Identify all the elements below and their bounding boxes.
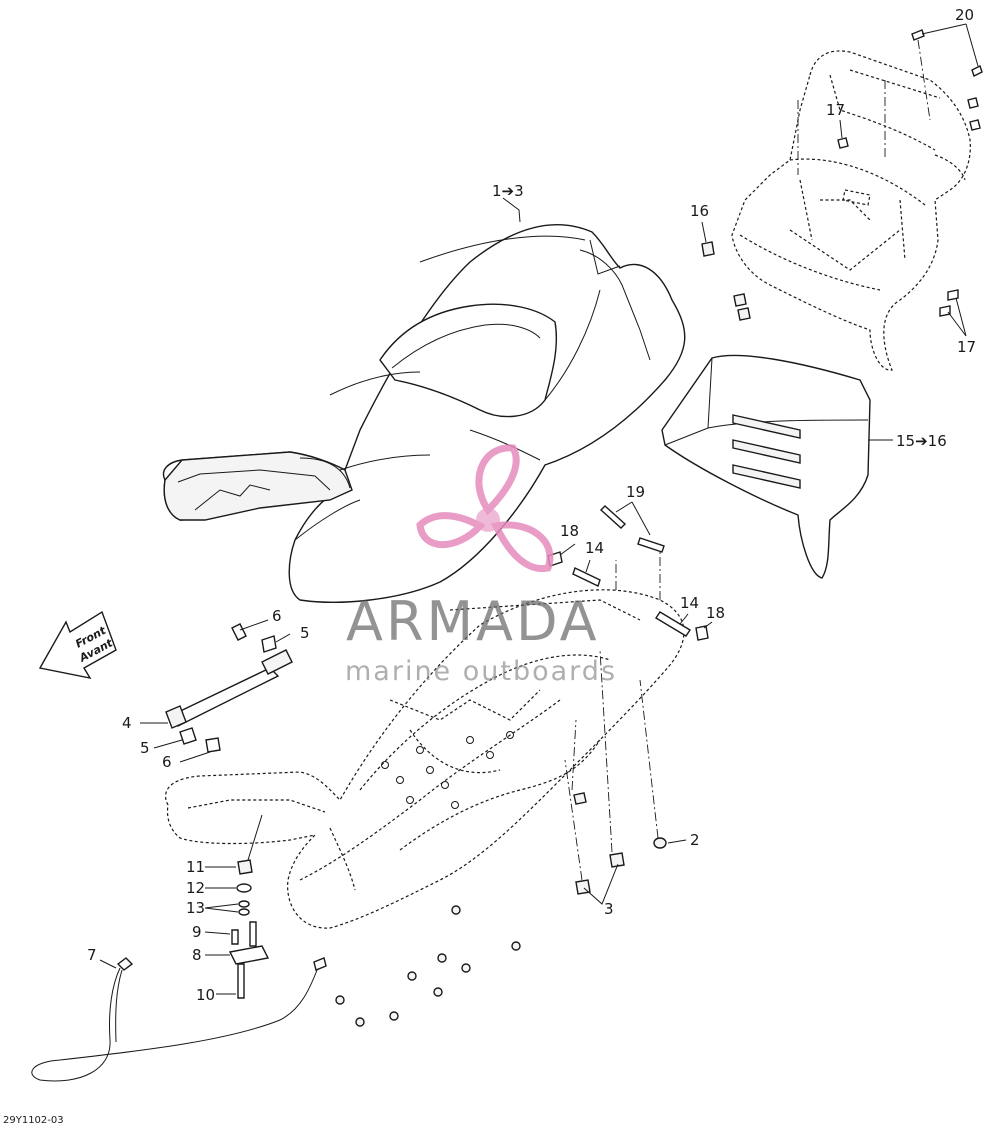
armada-watermark: ARMADA marine outboards [345,444,617,687]
callout-14-left: 14 [585,539,604,557]
callout-5-bottom: 5 [140,739,150,757]
watermark-tagline: marine outboards [345,656,617,687]
callout-13: 13 [186,899,205,917]
callout-14-right: 14 [680,594,699,612]
backrest-pad [661,354,893,579]
propeller-logo [416,444,554,573]
callout-5-top: 5 [300,624,310,642]
callout-15-16: 15➔16 [896,432,947,450]
callout-17-bottom: 17 [957,338,976,356]
seat-base [165,589,685,929]
watermark-brand: ARMADA [346,590,600,653]
callout-labels: 1➔3 20 17 16 17 15➔16 19 18 14 14 18 6 5… [3,6,976,1126]
callout-12: 12 [186,879,205,897]
callout-16: 16 [690,202,709,220]
callout-3: 3 [604,900,614,918]
callout-8: 8 [192,946,202,964]
bumpers-and-fasteners [335,23,983,1027]
callout-9: 9 [192,923,202,941]
backrest-frame [731,50,971,371]
callout-11: 11 [186,858,205,876]
callout-10: 10 [196,986,215,1004]
callout-2: 2 [690,831,700,849]
latch-assembly [31,814,327,1082]
gas-spring [140,619,293,763]
callout-6-bottom: 6 [162,753,172,771]
callout-18-left: 18 [560,522,579,540]
callout-17-top: 17 [826,101,845,119]
seat-assembly [162,197,686,603]
callout-20: 20 [955,6,974,24]
callout-6-top: 6 [272,607,282,625]
callout-1-3: 1➔3 [492,182,524,200]
diagram-code: 29Y1102-03 [3,1115,64,1126]
front-direction-arrow: Front Avant [38,610,117,679]
callout-7: 7 [87,946,97,964]
callout-4: 4 [122,714,132,732]
callout-19: 19 [626,483,645,501]
callout-18-right: 18 [706,604,725,622]
